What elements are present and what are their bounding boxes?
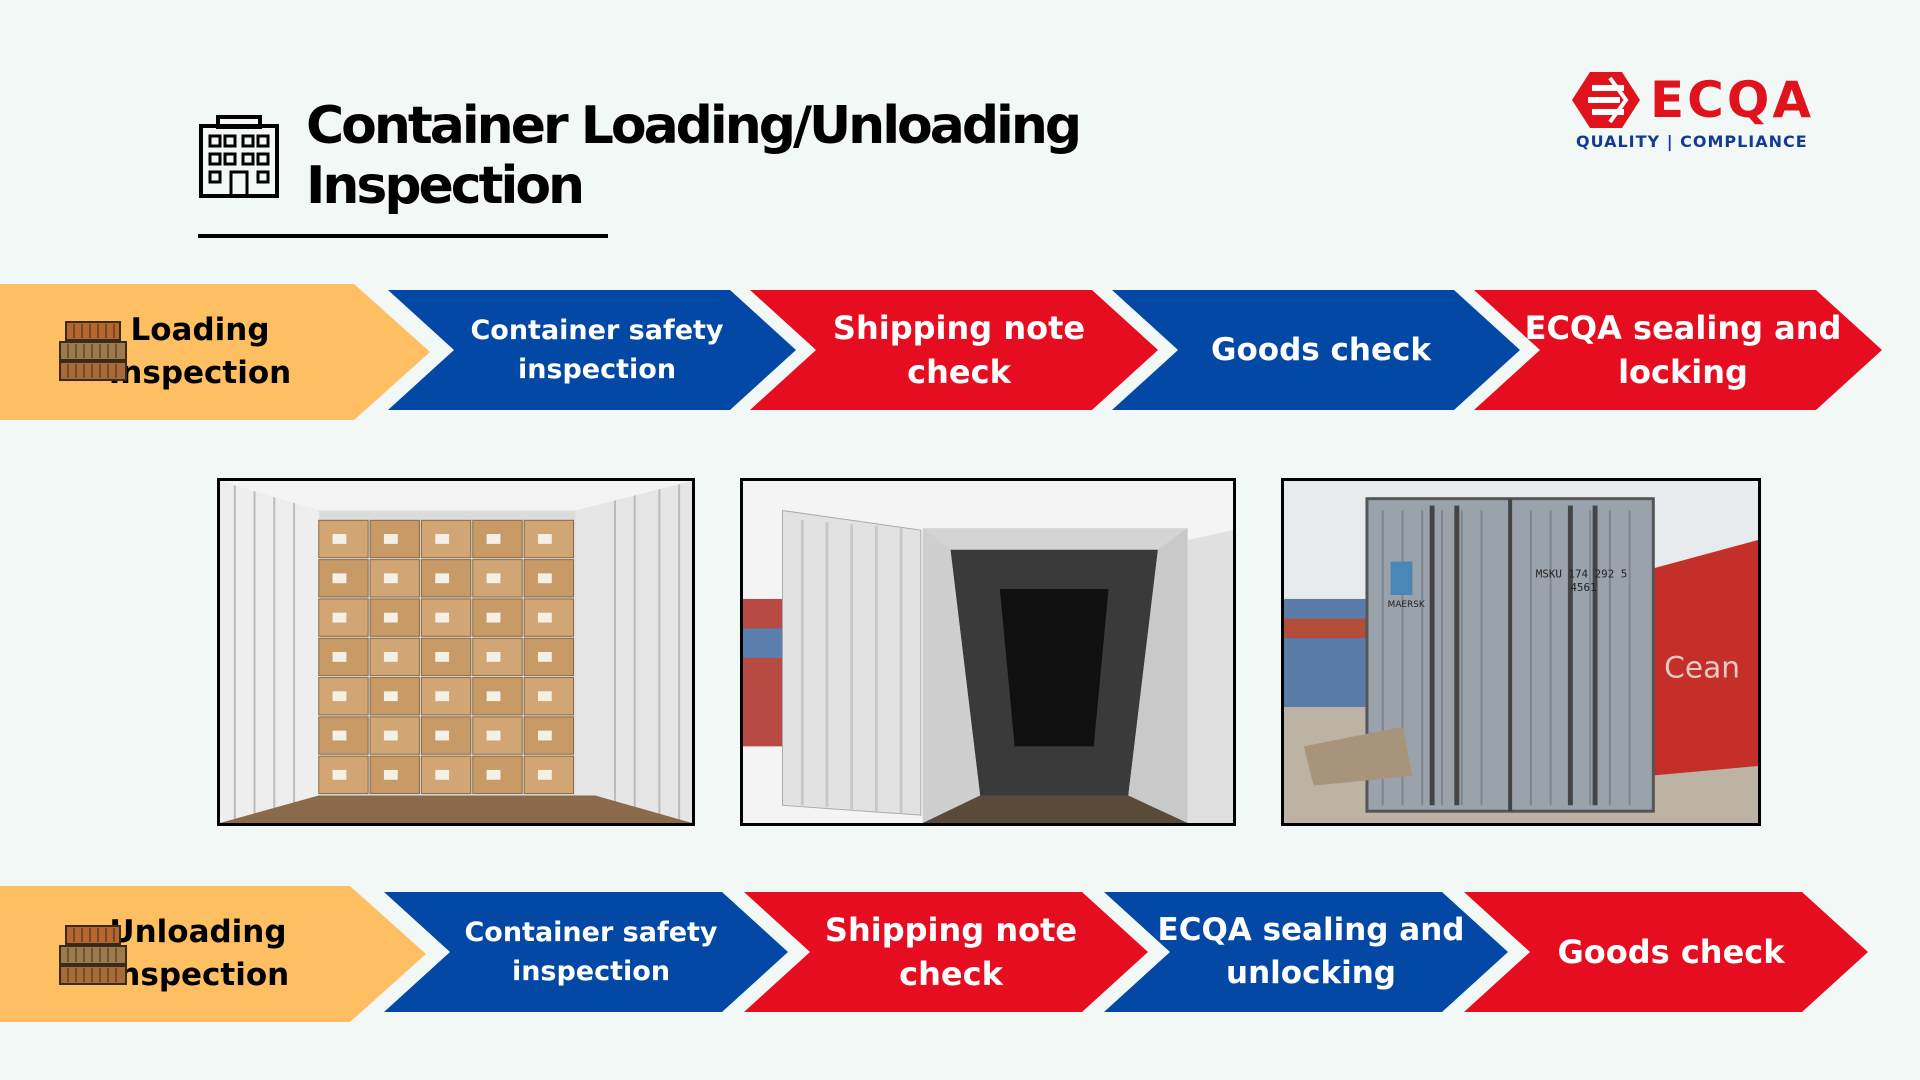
photo-boxes-in-container bbox=[217, 478, 695, 826]
photo-container-doors: Cean MAERSK MSKU 174 292 5 4561 bbox=[1281, 478, 1761, 826]
flow-step-container-safety: Container safety inspection bbox=[384, 892, 788, 1012]
container-stack-icon bbox=[59, 925, 127, 985]
container-brand: MAERSK bbox=[1388, 600, 1425, 610]
logo-mark-icon bbox=[1572, 72, 1640, 128]
flow-step-goods-check: Goods check bbox=[1112, 290, 1520, 410]
page-title: Container Loading/Unloading Inspection bbox=[306, 96, 1082, 216]
container-id: MSKU 174 292 5 bbox=[1536, 567, 1628, 580]
photo-empty-container bbox=[740, 478, 1236, 826]
flow-step-shipping-note: Shipping note check bbox=[750, 290, 1158, 410]
container-stack-icon bbox=[59, 321, 127, 381]
flow-step-label: Container safety inspection bbox=[464, 917, 718, 987]
ecqa-logo: ECQA QUALITY | COMPLIANCE bbox=[1570, 70, 1845, 160]
flow-step-label: Shipping note check bbox=[832, 309, 1086, 391]
flow-step-container-safety: Container safety inspection bbox=[388, 290, 796, 410]
flow-step-label: Goods check bbox=[1211, 331, 1431, 368]
flow-step-label: Unloading Inspection bbox=[106, 914, 290, 993]
logo-tagline: QUALITY | COMPLIANCE bbox=[1576, 132, 1808, 151]
flow-step-label: ECQA sealing and locking bbox=[1524, 309, 1842, 391]
flow-step-label: Goods check bbox=[1557, 933, 1785, 971]
flow-step-ecqa-sealing-unlocking: ECQA sealing and unlocking bbox=[1104, 892, 1508, 1012]
flow-step-label: Container safety inspection bbox=[470, 315, 724, 385]
flow-step-ecqa-sealing: ECQA sealing and locking bbox=[1474, 290, 1882, 410]
flow-step-goods-check: Goods check bbox=[1464, 892, 1868, 1012]
title-divider bbox=[198, 234, 608, 238]
cardboard-boxes bbox=[318, 519, 574, 795]
flow-step-label: Shipping note check bbox=[824, 911, 1078, 993]
loading-flow: Loading Inspection Container safety insp… bbox=[0, 284, 1920, 420]
container-id-sub: 4561 bbox=[1570, 581, 1596, 594]
flow-step-label: ECQA sealing and unlocking bbox=[1157, 912, 1465, 991]
flow-step-shipping-note: Shipping note check bbox=[744, 892, 1148, 1012]
logo-name: ECQA bbox=[1650, 71, 1815, 129]
container-side-text: Cean bbox=[1664, 651, 1740, 685]
unloading-flow: Unloading Inspection Container safety in… bbox=[0, 886, 1920, 1022]
building-icon bbox=[199, 115, 279, 198]
flow-step-label: Loading Inspection bbox=[108, 312, 292, 391]
